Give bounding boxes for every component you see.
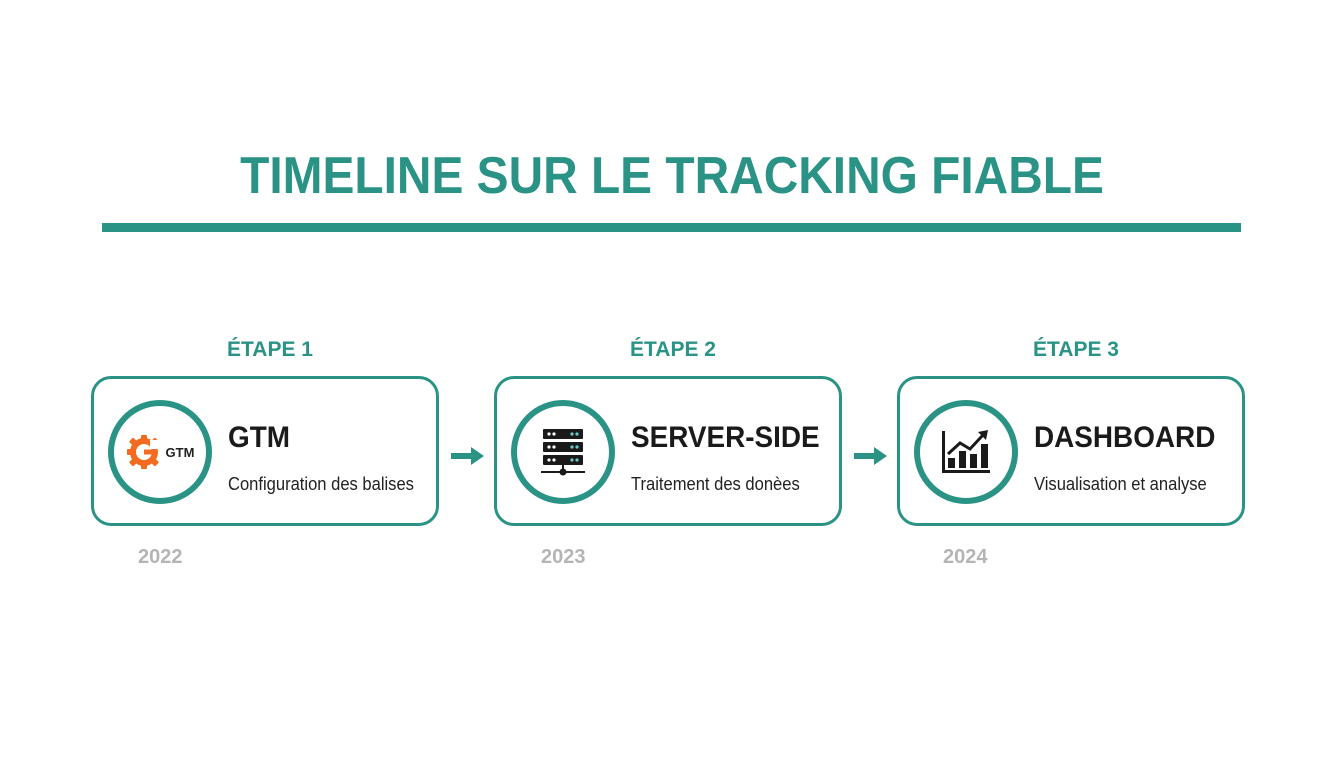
step-1-subtitle: Configuration des balises — [228, 474, 414, 494]
gtm-gear-icon: GTM — [126, 434, 195, 470]
step-3-title: DASHBOARD — [1034, 421, 1216, 454]
step-2-subtitle: Traitement des donèes — [631, 474, 800, 494]
step-3-icon-circle — [914, 400, 1018, 504]
gtm-icon-text: GTM — [165, 444, 195, 460]
step-2-label: ÉTAPE 2 — [630, 338, 716, 361]
step-1-year: 2022 — [138, 546, 183, 568]
step-2-icon-circle — [511, 400, 615, 504]
step-1-icon-circle: GTM — [108, 400, 212, 504]
arrow-right-icon — [854, 447, 887, 465]
arrow-right-icon — [451, 447, 484, 465]
step-3-year: 2024 — [943, 546, 988, 568]
step-2-title: SERVER-SIDE — [631, 421, 820, 454]
step-1-card: GTM GTM Configuration des balises — [91, 376, 439, 526]
step-1-label: ÉTAPE 1 — [227, 338, 313, 361]
step-2-year: 2023 — [541, 546, 586, 568]
page-title: TIMELINE SUR LE TRACKING FIABLE — [240, 147, 1104, 205]
step-2-card: SERVER-SIDE Traitement des donèes — [494, 376, 842, 526]
step-1-title: GTM — [228, 421, 290, 454]
server-icon — [541, 429, 585, 476]
step-3-card: DASHBOARD Visualisation et analyse — [897, 376, 1245, 526]
step-3-subtitle: Visualisation et analyse — [1034, 474, 1207, 494]
step-3-label: ÉTAPE 3 — [1033, 338, 1119, 361]
title-divider — [102, 223, 1241, 232]
chart-growth-icon — [942, 430, 990, 473]
